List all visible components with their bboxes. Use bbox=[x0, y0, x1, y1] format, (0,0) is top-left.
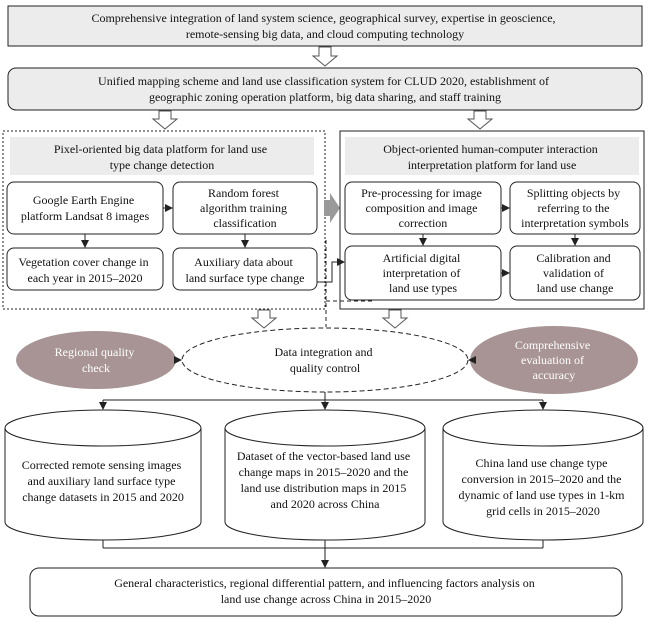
left-platform-title-bg bbox=[10, 137, 314, 175]
arrow-aux-adi bbox=[317, 258, 345, 283]
right-platform-frame bbox=[339, 130, 645, 310]
output-cylinder-2 bbox=[224, 409, 426, 541]
split-text: Splitting objects by referring to the in… bbox=[521, 186, 629, 230]
hollow-arrow-right-integration bbox=[381, 309, 409, 329]
integration-ellipse bbox=[181, 327, 469, 393]
regional-quality-text: Regional quality check bbox=[55, 345, 138, 375]
hollow-arrow-right-platform bbox=[466, 110, 494, 130]
gee-box bbox=[6, 181, 164, 235]
hollow-arrow-top bbox=[311, 46, 339, 67]
hollow-arrow-left-platform bbox=[151, 110, 179, 130]
unified-text: Unified mapping scheme and land use clas… bbox=[98, 74, 552, 104]
veg-text: Vegetation cover change in each year in … bbox=[18, 255, 151, 285]
evaluation-accuracy-text: Comprehensive evaluation of accuracy bbox=[515, 338, 593, 382]
bottom-box bbox=[29, 567, 623, 617]
unified-box bbox=[7, 67, 643, 111]
aux-text: Auxiliary data about land surface type c… bbox=[186, 255, 305, 285]
left-platform-title: Pixel-oriented big data platform for lan… bbox=[54, 142, 270, 172]
evaluation-accuracy-ellipse bbox=[470, 326, 638, 394]
veg-box bbox=[6, 247, 164, 291]
bottom-text: General characteristics, regional differ… bbox=[114, 576, 538, 606]
adi-text: Artificial digital interpretation of lan… bbox=[383, 251, 464, 295]
top-text: Comprehensive integration of land system… bbox=[91, 11, 558, 41]
right-platform-title: Object-oriented human-computer interacti… bbox=[383, 142, 601, 172]
calib-text: Calibration and validation of land use c… bbox=[536, 251, 613, 295]
output-cylinder-3 bbox=[442, 409, 644, 541]
regional-quality-ellipse bbox=[16, 331, 176, 389]
output-1-text: Corrected remote sensing images and auxi… bbox=[22, 458, 185, 504]
integration-text: Data integration and quality control bbox=[275, 345, 376, 375]
right-platform-title-bg bbox=[345, 137, 639, 175]
gray-arrow-between-platforms bbox=[324, 193, 340, 223]
left-platform-frame bbox=[2, 130, 326, 310]
rf-text: Random forest algorithm training classif… bbox=[200, 186, 290, 230]
pre-text: Pre-processing for image composition and… bbox=[361, 186, 485, 230]
output-2-text: Dataset of the vector-based land use cha… bbox=[237, 449, 413, 511]
output-cylinder-1 bbox=[4, 409, 202, 541]
calib-box bbox=[509, 245, 641, 301]
output-3-text: China land use change type conversion in… bbox=[459, 456, 628, 518]
hollow-arrow-left-integration bbox=[250, 309, 278, 329]
top-box bbox=[7, 5, 643, 47]
gee-text: Google Earth Engine platform Landsat 8 i… bbox=[21, 193, 150, 223]
aux-box bbox=[172, 247, 318, 291]
